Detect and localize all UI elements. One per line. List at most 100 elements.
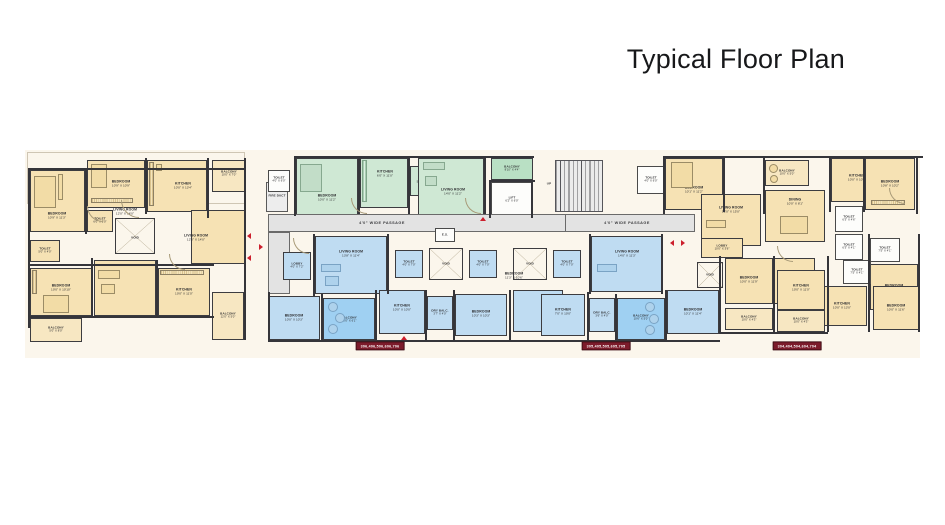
room-bedroom-14 xyxy=(725,258,773,304)
furniture-wardrobe-hatch xyxy=(32,270,37,294)
wall-segment xyxy=(829,156,832,212)
wall-segment xyxy=(773,256,776,332)
wall-segment xyxy=(207,158,210,218)
furniture-table xyxy=(425,176,437,186)
wall-segment xyxy=(489,180,492,218)
unit-badge: 304,404,504,604,704 xyxy=(772,341,822,351)
room-kitchen-8 xyxy=(777,270,825,310)
room-toilet-5 xyxy=(637,166,665,194)
wall-segment xyxy=(763,158,766,214)
wall-segment xyxy=(863,156,866,212)
wall-segment xyxy=(408,156,411,214)
wall-segment xyxy=(28,168,246,171)
furniture-sofa xyxy=(706,220,726,228)
room-toilet-12 xyxy=(843,260,871,284)
room-balcony-3 xyxy=(212,160,246,192)
wall-segment xyxy=(589,234,592,294)
room-dry-balcony-1 xyxy=(427,296,453,330)
void-shaft-4 xyxy=(697,262,723,288)
passage-label: 4'0" WIDE PASSAGE xyxy=(359,221,405,225)
wall-segment xyxy=(663,156,923,159)
room-balcony-9 xyxy=(777,310,825,332)
room-toilet-3 xyxy=(268,170,290,192)
wall-segment xyxy=(453,290,456,342)
room-bedroom-11 xyxy=(455,294,507,336)
furniture-dining-table xyxy=(780,216,808,234)
entry-arrow-icon xyxy=(247,255,251,261)
wall-segment xyxy=(719,256,722,334)
room-kitchen-6 xyxy=(379,290,425,334)
wall-segment xyxy=(244,158,247,340)
wall-segment xyxy=(615,294,618,342)
furniture-bed xyxy=(671,162,693,188)
entry-arrow-icon xyxy=(480,217,486,221)
wall-segment xyxy=(387,234,390,294)
wall-segment xyxy=(918,234,921,332)
page-title: Typical Floor Plan xyxy=(626,44,845,74)
furniture-counter-hatch xyxy=(149,162,154,206)
room-kitchen-7 xyxy=(541,294,585,336)
entry-arrow-icon xyxy=(670,240,674,246)
wall-segment xyxy=(827,256,830,332)
wall-segment xyxy=(268,292,271,342)
wall-segment xyxy=(294,156,534,159)
wall-segment xyxy=(85,168,88,234)
room-bedroom-15 xyxy=(873,286,919,330)
entry-arrow-icon xyxy=(401,336,407,340)
furniture-bed xyxy=(43,295,69,313)
furniture-planter xyxy=(770,175,778,183)
entry-arrow-icon xyxy=(259,244,263,250)
wall-segment xyxy=(268,340,720,343)
room-kitchen-3 xyxy=(360,158,408,208)
wall-segment xyxy=(489,180,535,183)
void-shaft-2 xyxy=(429,248,463,280)
room-balcony-6 xyxy=(725,308,773,330)
furniture-planter xyxy=(649,314,659,324)
furniture-planter xyxy=(645,325,655,335)
furniture-planter xyxy=(645,302,655,312)
room-toilet-7 xyxy=(835,234,863,260)
wall-segment xyxy=(509,290,512,342)
furniture-planter xyxy=(328,324,338,334)
furniture-bed xyxy=(34,176,56,208)
wall-segment xyxy=(484,156,487,214)
wall-segment xyxy=(720,332,828,335)
furniture-counter-hatch xyxy=(362,160,367,202)
passage-label: 4'0" WIDE PASSAGE xyxy=(604,221,650,225)
wall-segment xyxy=(531,180,534,218)
furniture-sofa xyxy=(423,162,445,170)
wall-segment xyxy=(587,292,590,342)
room-balcony-2 xyxy=(212,292,244,340)
wall-segment xyxy=(156,260,159,318)
wall-segment xyxy=(294,156,297,216)
void-shaft-1 xyxy=(115,218,155,254)
room-toilet-10 xyxy=(469,250,497,278)
wall-segment xyxy=(145,158,148,214)
room-lobby-1 xyxy=(701,238,743,258)
room-toilet-2 xyxy=(30,240,60,262)
room-bedroom-13 xyxy=(667,290,719,334)
furniture-sofa xyxy=(98,270,120,279)
unit-badge: 306,406,506,606,706 xyxy=(355,341,405,351)
room-living-room-2 xyxy=(191,210,245,264)
furniture-table xyxy=(101,284,115,294)
wall-segment xyxy=(375,290,378,342)
room-dry-balcony-2 xyxy=(589,298,615,332)
room-kitchen-2 xyxy=(158,268,210,316)
wall-segment xyxy=(321,294,324,342)
wall-segment xyxy=(661,234,664,294)
entry-arrow-icon xyxy=(247,233,251,239)
room-kitchen-5 xyxy=(817,286,867,326)
room-bedroom-10 xyxy=(268,296,320,340)
furniture-sofa xyxy=(321,264,341,272)
furniture-sofa xyxy=(597,264,617,272)
furniture-table xyxy=(325,276,339,286)
wall-segment xyxy=(723,156,726,212)
wall-segment xyxy=(28,168,31,328)
furniture-planter xyxy=(328,302,338,312)
room-electrical-shaft xyxy=(435,228,455,242)
room-balcony-1 xyxy=(30,318,82,342)
room-lift xyxy=(491,182,533,218)
wall-segment xyxy=(28,264,214,267)
